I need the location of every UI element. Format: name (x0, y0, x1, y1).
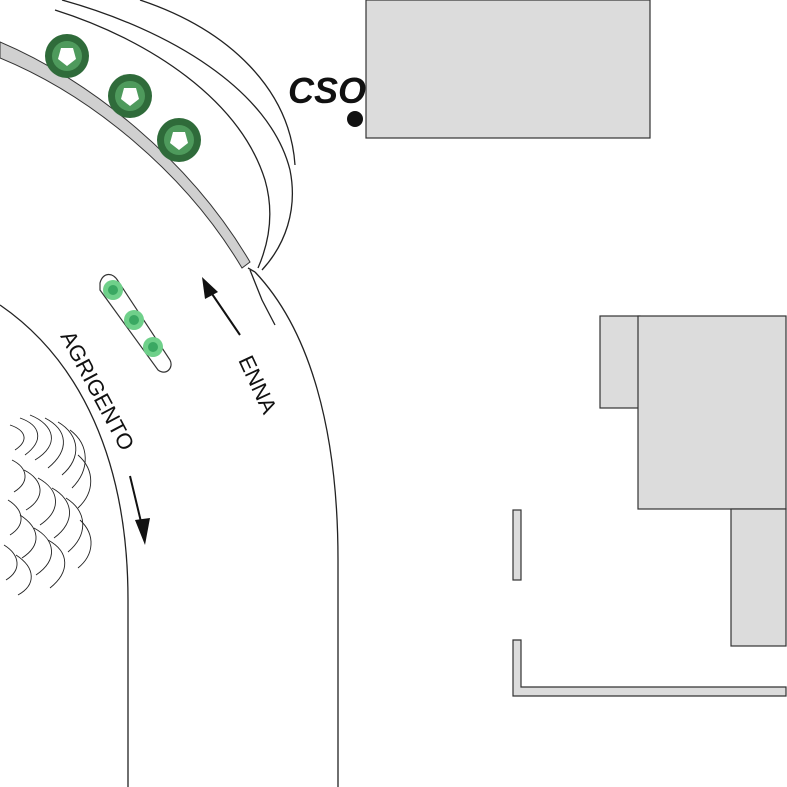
ramp-outer-edge-3 (139, 0, 296, 166)
wall-l-shape (512, 639, 787, 697)
tree-icon (108, 74, 152, 118)
building-top (365, 0, 651, 139)
tree-icon (45, 34, 89, 78)
arrow-icon (129, 475, 143, 527)
road-join-line (247, 267, 256, 273)
ramp-road (0, 0, 296, 326)
trees-group (45, 34, 201, 162)
building-right-main (637, 315, 787, 510)
building-right-annex (599, 315, 641, 409)
median-strip (99, 273, 172, 373)
road-outer-edge (254, 271, 339, 787)
cso-label: CSO (288, 70, 366, 111)
marker-dot-icon (347, 111, 363, 127)
road-inner-edge (0, 304, 129, 787)
ramp-outer-edge-2 (61, 0, 293, 271)
shrub-icon (103, 280, 123, 300)
ramp-gap-line (249, 269, 276, 326)
shrub-icon (143, 337, 163, 357)
cso-marker: CSO (288, 70, 366, 127)
direction-north: ENNA (202, 277, 282, 418)
arrow-icon (207, 287, 241, 336)
agrigento-label: AGRIGENTO (56, 327, 140, 455)
vegetation-icon (3, 414, 92, 596)
arrow-head (202, 277, 218, 299)
ramp-outer-edge-1 (54, 9, 271, 269)
ramp-curb (0, 41, 251, 269)
buildings (365, 0, 787, 697)
main-road (0, 267, 339, 787)
tree-icon (157, 118, 201, 162)
wall-segment-upper (512, 509, 522, 581)
enna-label: ENNA (233, 352, 282, 418)
building-right-lower (730, 508, 787, 647)
shrub-icon (124, 310, 144, 330)
arrow-head (135, 518, 150, 545)
